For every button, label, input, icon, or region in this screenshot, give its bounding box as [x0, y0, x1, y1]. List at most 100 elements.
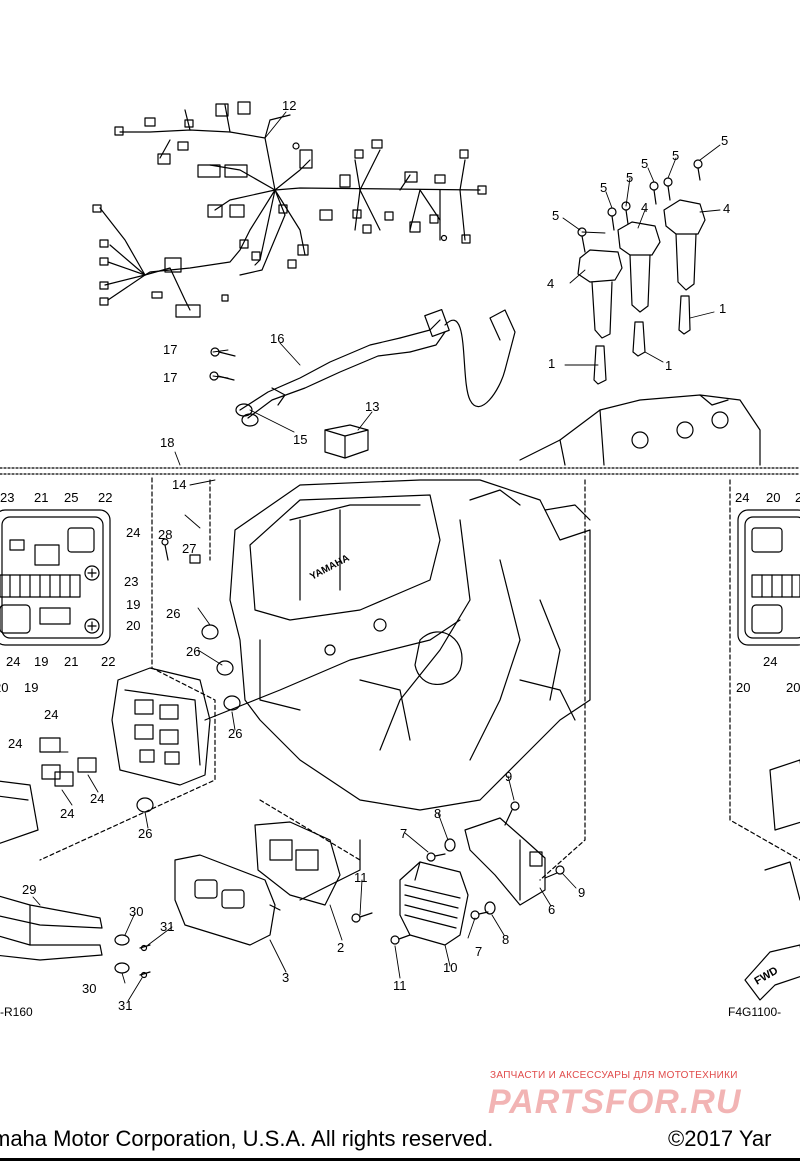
label-23a: 23 [0, 490, 14, 505]
leader-lines [32, 111, 721, 1002]
ecu-left [0, 780, 39, 844]
label-21a: 21 [34, 490, 48, 505]
label-19a: 19 [126, 597, 140, 612]
label-21b: 21 [64, 654, 78, 669]
part-labels: 12 5 5 5 5 5 5 4 4 4 1 1 1 16 17 17 13 1… [0, 98, 800, 1019]
label-8b: 8 [502, 932, 509, 947]
label-12: 12 [282, 98, 296, 113]
label-24a: 24 [126, 525, 140, 540]
fwd-arrow [744, 944, 800, 1001]
ecu-right [764, 759, 800, 901]
label-7b: 7 [475, 944, 482, 959]
label-25: 25 [64, 490, 78, 505]
label-23b: 23 [124, 574, 138, 589]
label-17b: 17 [163, 370, 177, 385]
watermark-logo: PARTSFOR.RU [488, 1083, 742, 1121]
label-24d: 24 [8, 736, 22, 751]
relay-13 [324, 424, 369, 459]
label-29: 29 [22, 882, 36, 897]
bracket-6 [464, 817, 546, 906]
label-26a: 26 [166, 606, 180, 621]
bolts-17 [209, 347, 236, 381]
label-18: 18 [160, 435, 174, 450]
label-2-edge: 2 [795, 490, 800, 505]
label-4c: 4 [547, 276, 554, 291]
copyright-text: maha Motor Corporation, U.S.A. All right… [0, 1126, 494, 1151]
grommets-26 [136, 538, 241, 813]
junction-box [111, 619, 461, 786]
label-9a: 9 [505, 769, 512, 784]
label-26d: 26 [138, 826, 152, 841]
label-14: 14 [172, 477, 186, 492]
cover-3 [174, 854, 281, 946]
wire-harness [92, 101, 487, 318]
label-27: 27 [182, 541, 196, 556]
label-15: 15 [293, 432, 307, 447]
label-28: 28 [158, 527, 172, 542]
label-5f: 5 [552, 208, 559, 223]
label-5a: 5 [721, 133, 728, 148]
label-11a: 11 [354, 870, 368, 885]
label-30b: 30 [82, 981, 96, 996]
label-9b: 9 [578, 885, 585, 900]
callout-frames [39, 477, 800, 881]
label-13: 13 [365, 399, 379, 414]
copyright-year: ©2017 Yar [668, 1126, 772, 1151]
label-5b: 5 [641, 156, 648, 171]
label-26b: 26 [186, 644, 200, 659]
label-19b: 19 [34, 654, 48, 669]
label-5e: 5 [626, 170, 633, 185]
spark-plugs [593, 295, 691, 385]
watermark-tagline: ЗАПЧАСТИ И АКСЕССУАРЫ ДЛЯ МОТОТЕХНИКИ [490, 1070, 738, 1081]
sensor-leads [235, 308, 516, 427]
label-24e: 24 [60, 806, 74, 821]
label-24h: 24 [763, 654, 777, 669]
label-17a: 17 [163, 342, 177, 357]
label-7a: 7 [400, 826, 407, 841]
label-4b: 4 [723, 201, 730, 216]
label-4a: 4 [641, 200, 648, 215]
label-20e: 20 [786, 680, 800, 695]
label-5c: 5 [672, 148, 679, 163]
label-10: 10 [443, 960, 457, 975]
label-1b: 1 [548, 356, 555, 371]
label-22b: 22 [101, 654, 115, 669]
bottom-rule [0, 1158, 800, 1161]
label-20b: 20 [0, 680, 8, 695]
diagram-code-right: F4G1100- [728, 1005, 781, 1019]
label-26c: 26 [228, 726, 242, 741]
label-24c: 24 [44, 707, 58, 722]
label-20c: 20 [766, 490, 780, 505]
label-24g: 24 [735, 490, 749, 505]
ignition-coils [577, 159, 706, 339]
label-24f: 24 [90, 791, 104, 806]
label-1a: 1 [719, 301, 726, 316]
fuse-box-right [737, 509, 800, 646]
label-20a: 20 [126, 618, 140, 633]
label-19c: 19 [24, 680, 38, 695]
diagram-code-left: -R160 [0, 1005, 33, 1019]
label-1c: 1 [665, 358, 672, 373]
relays-24 [39, 737, 97, 787]
rectifier-10 [399, 861, 469, 946]
label-5d: 5 [600, 180, 607, 195]
module-2 [254, 821, 361, 906]
engine-brand: YAMAHA [308, 553, 351, 583]
label-2: 2 [337, 940, 344, 955]
bolts-small [351, 801, 565, 945]
label-24b: 24 [6, 654, 20, 669]
label-11b: 11 [393, 978, 407, 993]
label-30a: 30 [129, 904, 143, 919]
label-31a: 31 [160, 919, 174, 934]
label-31b: 31 [118, 998, 132, 1013]
label-22a: 22 [98, 490, 112, 505]
label-16: 16 [270, 331, 284, 346]
label-6: 6 [548, 902, 555, 917]
washers-screws [114, 934, 151, 979]
label-8a: 8 [434, 806, 441, 821]
label-20d: 20 [736, 680, 750, 695]
cylinder-head [519, 394, 761, 466]
cut-line [0, 467, 800, 475]
